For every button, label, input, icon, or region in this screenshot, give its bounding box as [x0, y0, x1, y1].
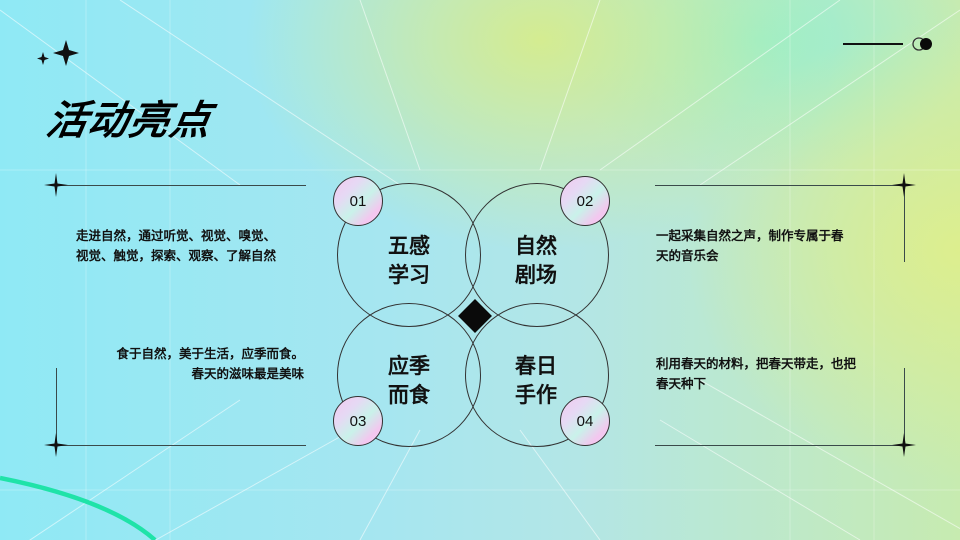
crosshair-star-icon: [892, 173, 916, 197]
description-line: 春天种下: [656, 376, 707, 391]
feature-label-01: 五感 学习: [364, 232, 454, 290]
feature-label-02: 自然 剧场: [491, 232, 581, 290]
bottom-right-line: [655, 445, 905, 446]
page-title: 活动亮点: [43, 98, 216, 144]
feature-label-line: 剧场: [515, 263, 557, 287]
description-line: 视觉、触觉，探索、观察、了解自然: [76, 248, 277, 263]
description-bottom-left: 食于自然，美于生活，应季而食。 春天的滋味最是美味: [76, 344, 304, 384]
number-badge-03: 03: [333, 396, 383, 446]
description-bottom-right: 利用春天的材料，把春天带走，也把 春天种下: [656, 354, 856, 394]
sparkle-icon: [37, 40, 79, 66]
bottom-right-vline: [904, 368, 905, 445]
feature-label-line: 自然: [515, 234, 557, 258]
feature-label-line: 手作: [515, 383, 557, 407]
feature-label-line: 五感: [388, 234, 430, 258]
number-badge-01: 01: [333, 176, 383, 226]
description-top-right: 一起采集自然之声，制作专属于春 天的音乐会: [656, 226, 844, 266]
top-right-line: [655, 185, 905, 186]
toggle-icon: [912, 37, 932, 51]
number-badge-04: 04: [560, 396, 610, 446]
toggle-line: [843, 43, 903, 45]
feature-label-line: 学习: [388, 263, 430, 287]
feature-label-03: 应季 而食: [364, 352, 454, 410]
bottom-left-vline: [56, 368, 57, 445]
top-right-vline: [904, 185, 905, 262]
description-line: 利用春天的材料，把春天带走，也把: [656, 356, 857, 371]
bottom-left-line: [56, 445, 306, 446]
description-line: 食于自然，美于生活，应季而食。: [116, 346, 304, 361]
feature-label-line: 春日: [515, 354, 557, 378]
top-left-line: [56, 185, 306, 186]
description-line: 一起采集自然之声，制作专属于春: [656, 228, 844, 243]
feature-circle-04: [465, 303, 609, 447]
description-line: 走进自然，通过听觉、视觉、嗅觉、: [76, 228, 277, 243]
number-badge-02: 02: [560, 176, 610, 226]
description-line: 春天的滋味最是美味: [191, 366, 304, 381]
feature-label-line: 应季: [388, 354, 430, 378]
description-top-left: 走进自然，通过听觉、视觉、嗅觉、 视觉、触觉，探索、观察、了解自然: [76, 226, 276, 266]
crosshair-star-icon: [44, 433, 68, 457]
green-arc: [0, 475, 157, 540]
crosshair-star-icon: [44, 173, 68, 197]
feature-label-04: 春日 手作: [491, 352, 581, 410]
description-line: 天的音乐会: [656, 248, 719, 263]
crosshair-star-icon: [892, 433, 916, 457]
feature-label-line: 而食: [388, 383, 430, 407]
